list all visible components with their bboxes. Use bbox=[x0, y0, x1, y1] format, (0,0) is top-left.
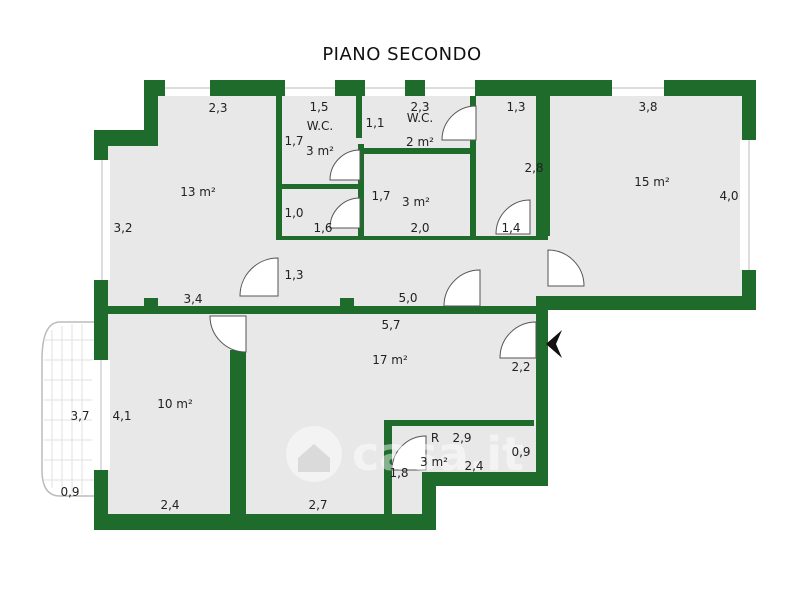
outer-walls bbox=[94, 80, 756, 530]
dimension-label: 1,4 bbox=[501, 221, 520, 235]
room-area-bedroom-top-right: 15 m² bbox=[634, 175, 670, 189]
dimension-label: 3,8 bbox=[638, 100, 657, 114]
dimension-label: 1,7 bbox=[371, 189, 390, 203]
dimension-label: 1,7 bbox=[284, 134, 303, 148]
room-area-bedroom-top-left: 13 m² bbox=[180, 185, 216, 199]
room-area-storage: 3 m² bbox=[420, 455, 448, 469]
interior-walls bbox=[108, 96, 550, 516]
dimension-label: 1,6 bbox=[313, 221, 332, 235]
room-name-storage: R bbox=[431, 431, 439, 445]
dimension-label: 1,0 bbox=[284, 206, 303, 220]
dimension-label: 3,2 bbox=[113, 221, 132, 235]
doors bbox=[209, 105, 585, 471]
dimension-label: 2,2 bbox=[511, 360, 530, 374]
dimension-label: 1,8 bbox=[389, 466, 408, 480]
room-area-small-room: 3 m² bbox=[402, 195, 430, 209]
room-name-wc-2: W.C. bbox=[407, 111, 434, 125]
room-area-bedroom-bottom-left: 10 m² bbox=[157, 397, 193, 411]
dimension-label: 2,3 bbox=[410, 100, 429, 114]
dimension-label: 2,3 bbox=[208, 101, 227, 115]
dimension-label: 1,1 bbox=[365, 116, 384, 130]
dimension-label: 1,5 bbox=[309, 100, 328, 114]
plan-title: PIANO SECONDO bbox=[322, 44, 481, 65]
dimension-label: 1,3 bbox=[506, 100, 525, 114]
dimension-label: 4,1 bbox=[112, 409, 131, 423]
dimension-label: 2,7 bbox=[308, 498, 327, 512]
dimension-label: 1,3 bbox=[284, 268, 303, 282]
dimension-label: 5,7 bbox=[381, 318, 400, 332]
dimension-label: 2,9 bbox=[452, 431, 471, 445]
balcony bbox=[41, 321, 96, 497]
dimension-label: 2,4 bbox=[464, 459, 483, 473]
room-area-wc-2: 2 m² bbox=[406, 135, 434, 149]
room-area-wc-1: 3 m² bbox=[306, 144, 334, 158]
dimension-label: 0,9 bbox=[60, 485, 79, 499]
dimension-label: 4,0 bbox=[719, 189, 738, 203]
floor-area bbox=[104, 90, 746, 516]
dimension-label: 3,7 bbox=[70, 409, 89, 423]
dimension-label: 5,0 bbox=[398, 291, 417, 305]
dimension-label: 2,8 bbox=[524, 161, 543, 175]
windows bbox=[92, 80, 758, 470]
dimension-label: 2,0 bbox=[410, 221, 429, 235]
watermark: casa.it bbox=[286, 426, 524, 482]
dimension-label: 2,4 bbox=[160, 498, 179, 512]
entrance-arrow-icon bbox=[546, 330, 562, 358]
room-name-wc-1: W.C. bbox=[307, 119, 334, 133]
room-area-living: 17 m² bbox=[372, 353, 408, 367]
watermark-text: casa.it bbox=[352, 427, 524, 481]
dimension-label: 0,9 bbox=[511, 445, 530, 459]
dimension-label: 3,4 bbox=[183, 292, 202, 306]
